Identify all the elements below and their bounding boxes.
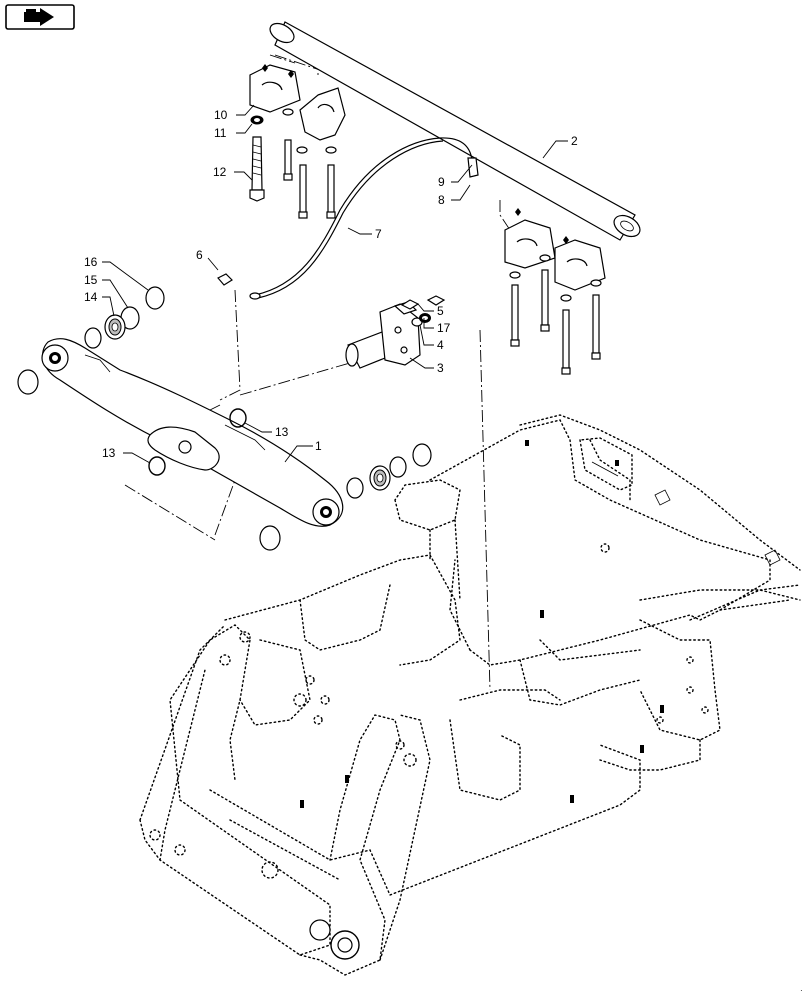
part-ring-13 bbox=[148, 408, 247, 476]
part-link-arm-1 bbox=[41, 338, 344, 527]
part-fitting-6 bbox=[217, 273, 233, 286]
callout-11: 11 bbox=[214, 126, 227, 140]
callout-labels: 1 2 3 4 5 17 6 7 8 9 10 11 12 13 13 14 1… bbox=[84, 108, 578, 460]
bearing-set-left bbox=[17, 286, 165, 395]
callout-13-right: 13 bbox=[275, 425, 289, 439]
callout-8: 8 bbox=[438, 193, 445, 207]
callout-5: 5 bbox=[437, 304, 444, 318]
callout-leaders bbox=[102, 104, 568, 464]
callout-10: 10 bbox=[214, 108, 228, 122]
callout-1: 1 bbox=[315, 439, 322, 453]
callout-15: 15 bbox=[84, 273, 98, 287]
svg-text:·: · bbox=[800, 986, 803, 995]
bearing-set-right bbox=[259, 443, 432, 551]
callout-9: 9 bbox=[438, 175, 445, 189]
pivot-boss-front bbox=[309, 919, 360, 960]
previous-page-arrow-icon[interactable] bbox=[5, 4, 75, 30]
callout-16: 16 bbox=[84, 255, 98, 269]
callout-12: 12 bbox=[213, 165, 227, 179]
callout-14: 14 bbox=[84, 290, 98, 304]
frame-assembly bbox=[139, 414, 801, 976]
assembly-centerlines bbox=[124, 54, 511, 691]
callout-4: 4 bbox=[437, 338, 444, 352]
callout-13-left: 13 bbox=[102, 446, 116, 460]
callout-7: 7 bbox=[375, 227, 382, 241]
part-shaft-2 bbox=[269, 21, 641, 241]
part-hose-7 bbox=[249, 137, 479, 300]
part-pivot-pin-3 bbox=[345, 295, 446, 369]
callout-17: 17 bbox=[437, 321, 451, 335]
callout-2: 2 bbox=[571, 134, 578, 148]
callout-3: 3 bbox=[437, 361, 444, 375]
callout-6: 6 bbox=[196, 248, 203, 262]
upper-clamp-blocks bbox=[249, 64, 606, 375]
